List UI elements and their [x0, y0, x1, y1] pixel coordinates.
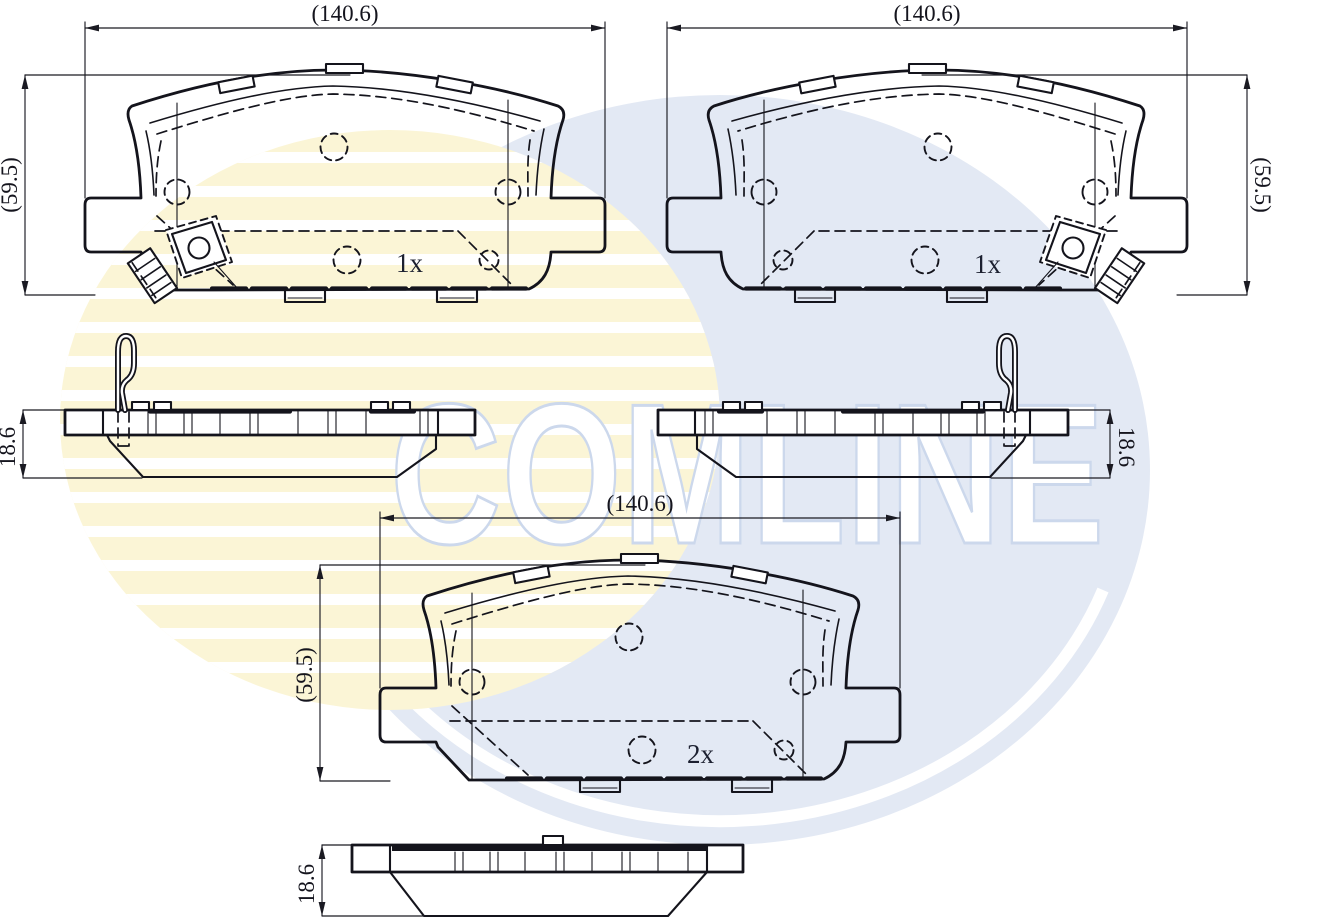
comline-logo-watermark: COMLINE: [60, 95, 1150, 845]
quantity-label: 2x: [687, 739, 715, 769]
height-dimension-label: (59.5): [1250, 157, 1275, 213]
front-view-center-pad: (140.6) (59.5) 2x: [292, 491, 900, 792]
height-dimension-label: (59.5): [292, 647, 317, 703]
thickness-dimension-label: 18.6: [1114, 427, 1139, 467]
side-view-bottom: 18.6: [294, 834, 745, 918]
globe-swoosh-arc-icon: [362, 587, 1109, 828]
height-dimension-label: (59.5): [0, 157, 22, 213]
quantity-label: 1x: [974, 249, 1002, 279]
thickness-dimension-label: 18.6: [0, 427, 20, 467]
width-dimension-label: (140.6): [893, 1, 960, 26]
side-view-right: 18.6: [658, 336, 1139, 478]
front-view-left-pad: (140.6) (59.5) 1x: [0, 1, 605, 305]
width-dimension-label: (140.6): [311, 1, 378, 26]
thickness-dimension-label: 18.6: [294, 864, 319, 904]
front-view-right-pad: (140.6) (59.5) 1x: [667, 1, 1275, 305]
watermark-brand-text: COMLINE: [390, 363, 1105, 586]
side-view-left: 18.6: [0, 336, 475, 478]
width-dimension-label: (140.6): [606, 491, 673, 516]
quantity-label: 1x: [396, 248, 424, 278]
